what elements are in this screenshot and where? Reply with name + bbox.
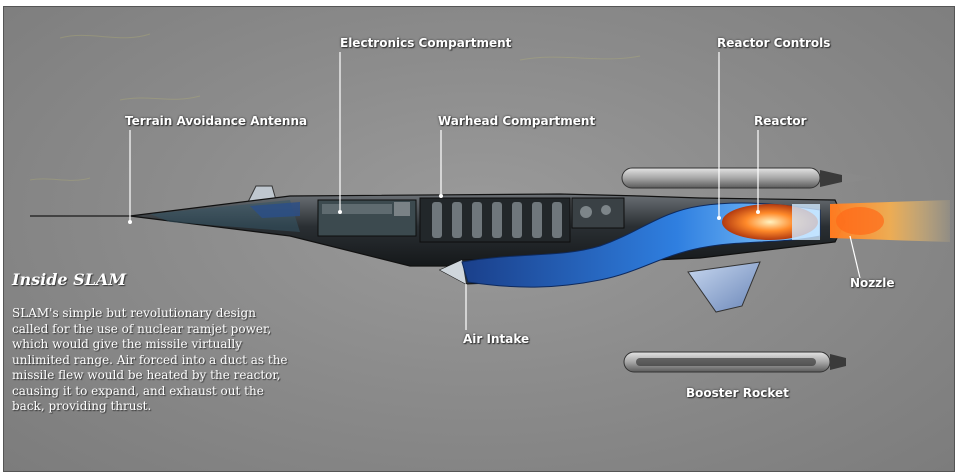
label-reactor-controls: Reactor Controls — [717, 36, 830, 50]
booster-rocket — [624, 352, 846, 372]
label-terrain-avoidance-antenna: Terrain Avoidance Antenna — [125, 114, 307, 128]
label-warhead-compartment: Warhead Compartment — [438, 114, 595, 128]
label-nozzle: Nozzle — [850, 276, 895, 290]
caption-title: Inside SLAM — [12, 270, 126, 289]
label-reactor: Reactor — [754, 114, 807, 128]
leader-lines — [130, 52, 860, 330]
upper-booster-tube — [622, 168, 876, 188]
label-booster-rocket: Booster Rocket — [686, 386, 789, 400]
background-texture — [30, 34, 640, 180]
label-electronics-compartment: Electronics Compartment — [340, 36, 511, 50]
ventral-fin — [688, 262, 760, 312]
warhead-bay — [420, 198, 570, 242]
caption-body: SLAM's simple but revolutionary design c… — [12, 306, 362, 415]
label-air-intake: Air Intake — [463, 332, 529, 346]
